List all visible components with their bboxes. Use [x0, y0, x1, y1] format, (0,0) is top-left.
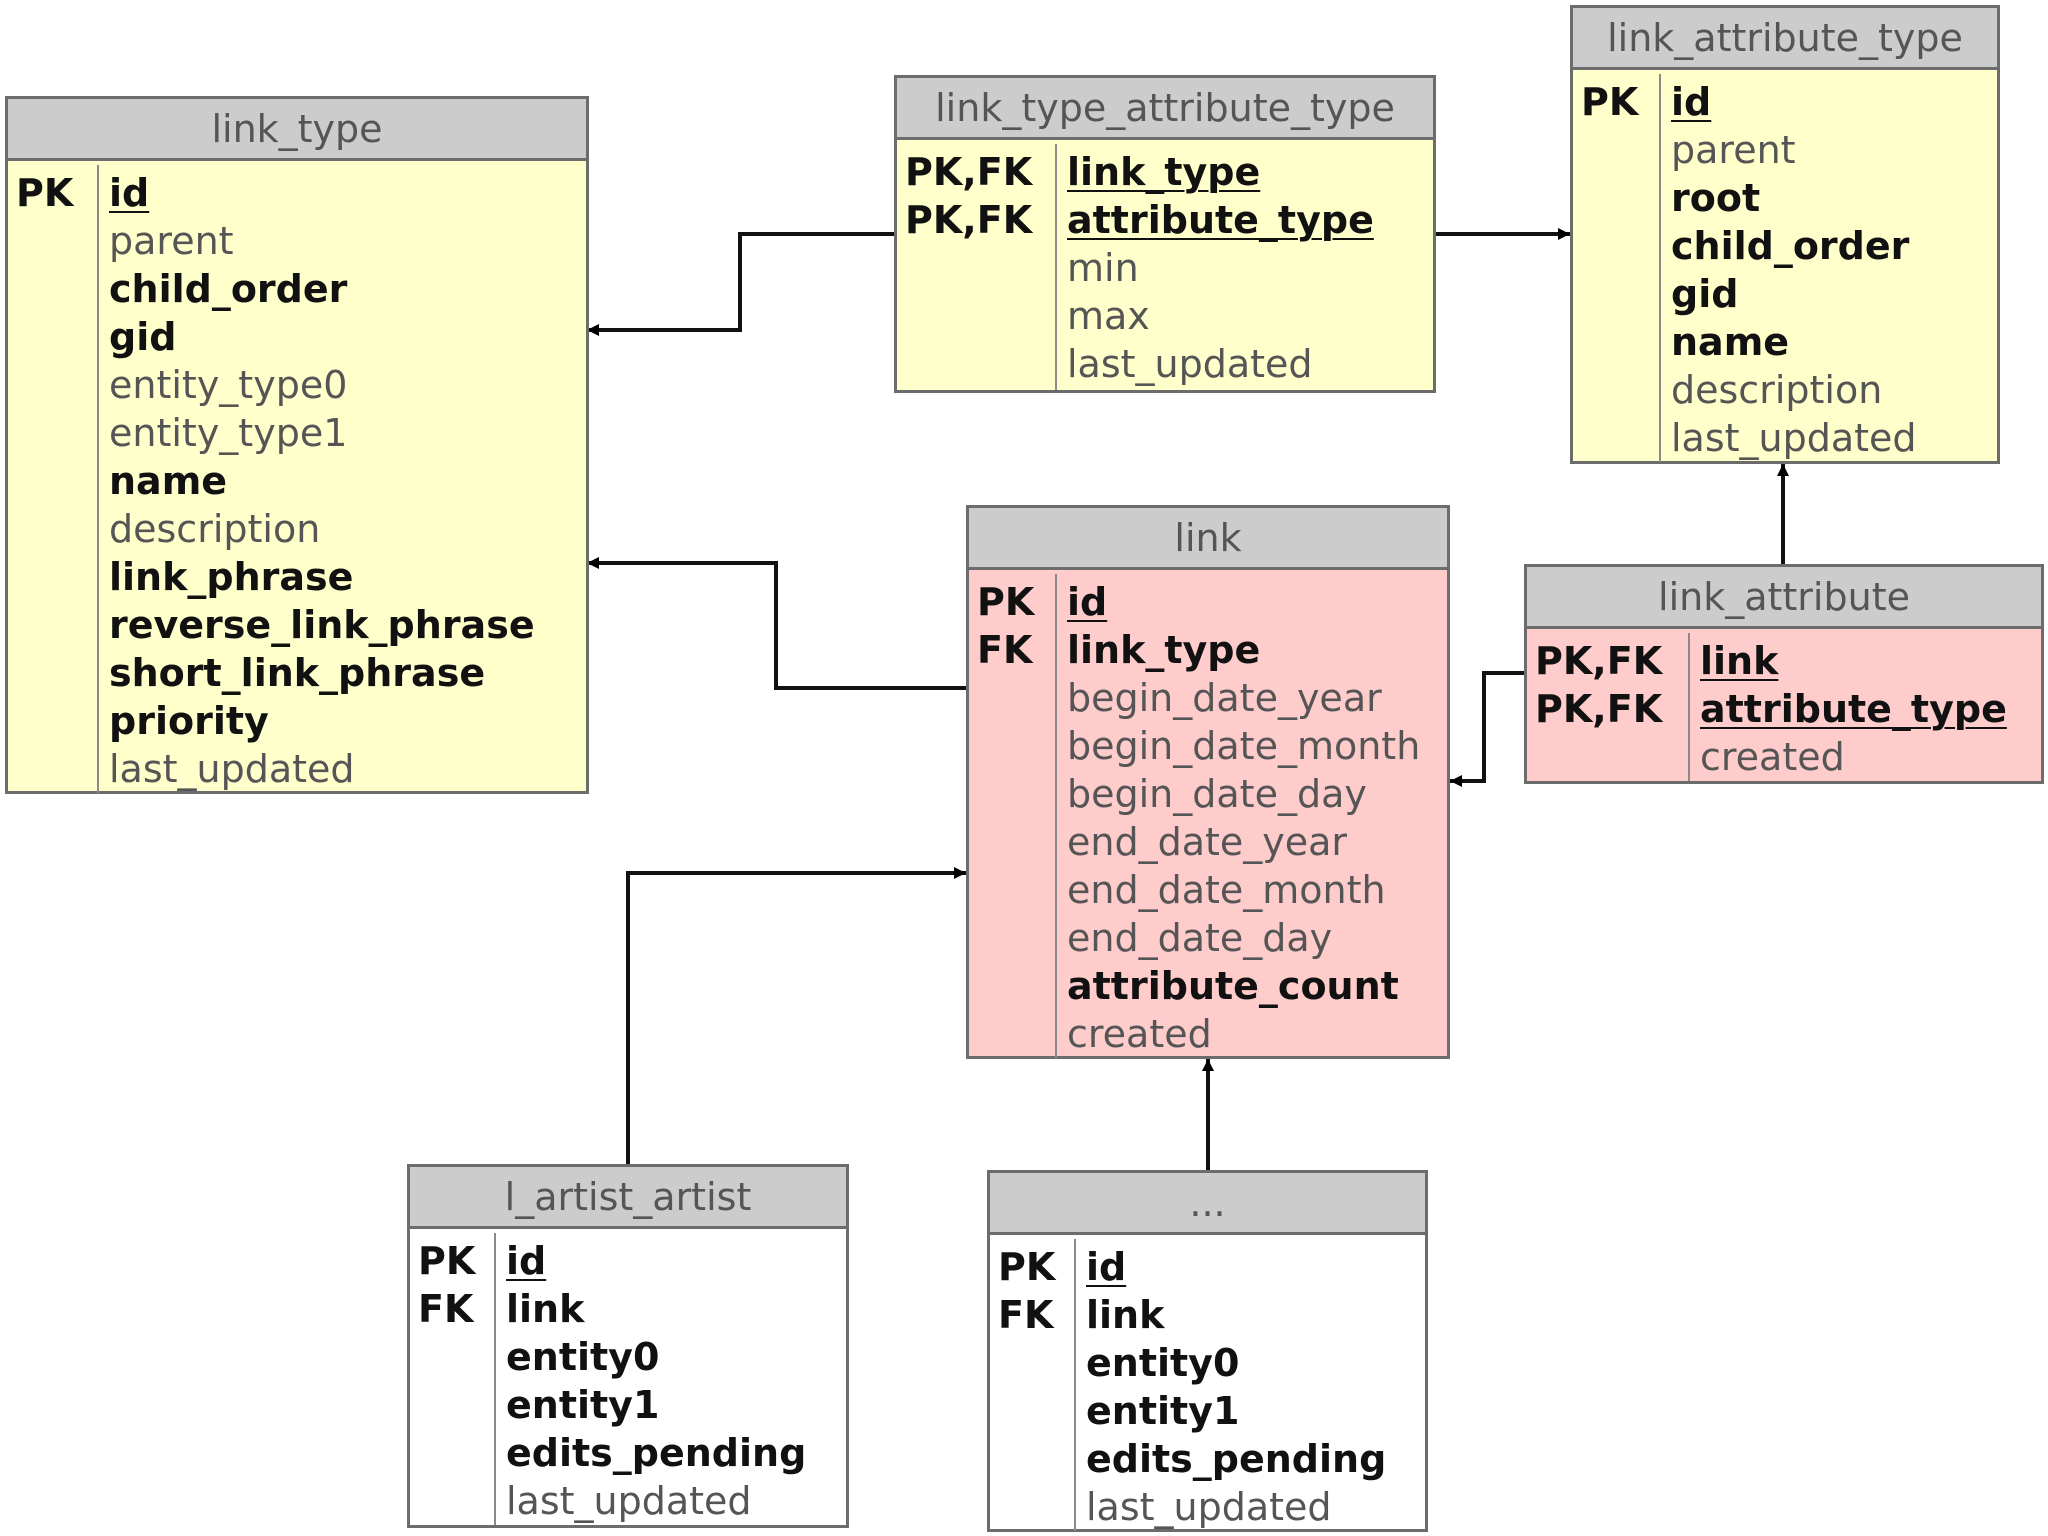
field-last-updated: last_updated: [1067, 342, 1313, 386]
key-column: PK: [1573, 74, 1661, 462]
field-root: root: [1671, 176, 1761, 220]
field-description: description: [1671, 368, 1883, 412]
field-begin-date-day: begin_date_day: [1067, 772, 1367, 816]
key-label: FK: [977, 628, 1033, 672]
field-child-order: child_order: [1671, 224, 1910, 268]
field-gid: gid: [1671, 272, 1739, 316]
key-label: PK: [1581, 80, 1639, 124]
field-entity-type1: entity_type1: [109, 411, 348, 455]
key-label: PK: [977, 580, 1035, 624]
field-id: id: [1671, 80, 1712, 124]
key-label: PK: [418, 1239, 476, 1283]
field-link-type: link_type: [1067, 628, 1261, 672]
field-entity0: entity0: [506, 1335, 660, 1379]
field-short-link-phrase: short_link_phrase: [109, 651, 486, 695]
field-edits-pending: edits_pending: [1086, 1437, 1387, 1481]
field-description: description: [109, 507, 321, 551]
field-name: name: [1671, 320, 1790, 364]
field-id: id: [1086, 1245, 1127, 1289]
key-label: FK: [998, 1293, 1054, 1337]
field-id: id: [109, 171, 150, 215]
field-link: link: [1700, 639, 1779, 683]
key-label: PK: [998, 1245, 1056, 1289]
field-entity1: entity1: [506, 1383, 660, 1427]
field-entity1: entity1: [1086, 1389, 1240, 1433]
field-id: id: [506, 1239, 547, 1283]
rel-linktypeattr-to-linktype: [587, 232, 894, 336]
field-attribute-type: attribute_type: [1067, 198, 1374, 242]
field-reverse-link-phrase: reverse_link_phrase: [109, 603, 535, 647]
field-max: max: [1067, 294, 1150, 338]
entity-title: link_type_attribute_type: [897, 78, 1433, 140]
rel-link-to-linktype: [587, 557, 966, 690]
field-attribute-type: attribute_type: [1700, 687, 2007, 731]
entity-title: link_attribute: [1527, 567, 2041, 629]
field-created: created: [1700, 735, 1845, 779]
entity-title: link: [969, 508, 1447, 570]
field-last-updated: last_updated: [506, 1479, 752, 1523]
key-column: PK: [8, 165, 99, 793]
field-end-date-year: end_date_year: [1067, 820, 1348, 864]
field-last-updated: last_updated: [109, 747, 355, 791]
field-link-phrase: link_phrase: [109, 555, 354, 599]
key-label: PK,FK: [1535, 687, 1663, 731]
entity-title: ...: [990, 1173, 1425, 1235]
key-label: PK,FK: [1535, 639, 1663, 683]
field-begin-date-month: begin_date_month: [1067, 724, 1421, 768]
field-begin-date-year: begin_date_year: [1067, 676, 1382, 720]
field-child-order: child_order: [109, 267, 348, 311]
field-priority: priority: [109, 699, 269, 743]
field-parent: parent: [1671, 128, 1796, 172]
entity-title: l_artist_artist: [410, 1167, 846, 1229]
key-label: FK: [418, 1287, 474, 1331]
rel-lartistartist-to-link: [626, 867, 966, 1164]
field-gid: gid: [109, 315, 177, 359]
field-link: link: [1086, 1293, 1165, 1337]
field-entity-type0: entity_type0: [109, 363, 348, 407]
field-parent: parent: [109, 219, 234, 263]
field-last-updated: last_updated: [1671, 416, 1917, 460]
field-end-date-day: end_date_day: [1067, 916, 1333, 960]
key-label: PK: [16, 171, 74, 215]
key-label: PK,FK: [905, 198, 1033, 242]
field-link: link: [506, 1287, 585, 1331]
field-name: name: [109, 459, 228, 503]
field-link-type: link_type: [1067, 150, 1261, 194]
field-last-updated: last_updated: [1086, 1485, 1332, 1529]
key-label: PK,FK: [905, 150, 1033, 194]
field-edits-pending: edits_pending: [506, 1431, 807, 1475]
field-attribute-count: attribute_count: [1067, 964, 1399, 1008]
field-entity0: entity0: [1086, 1341, 1240, 1385]
entity-title: link_type: [8, 99, 586, 161]
field-id: id: [1067, 580, 1108, 624]
field-min: min: [1067, 246, 1139, 290]
field-end-date-month: end_date_month: [1067, 868, 1386, 912]
entity-title: link_attribute_type: [1573, 8, 1997, 70]
field-created: created: [1067, 1012, 1212, 1056]
rel-linkattr-to-link: [1450, 671, 1524, 787]
